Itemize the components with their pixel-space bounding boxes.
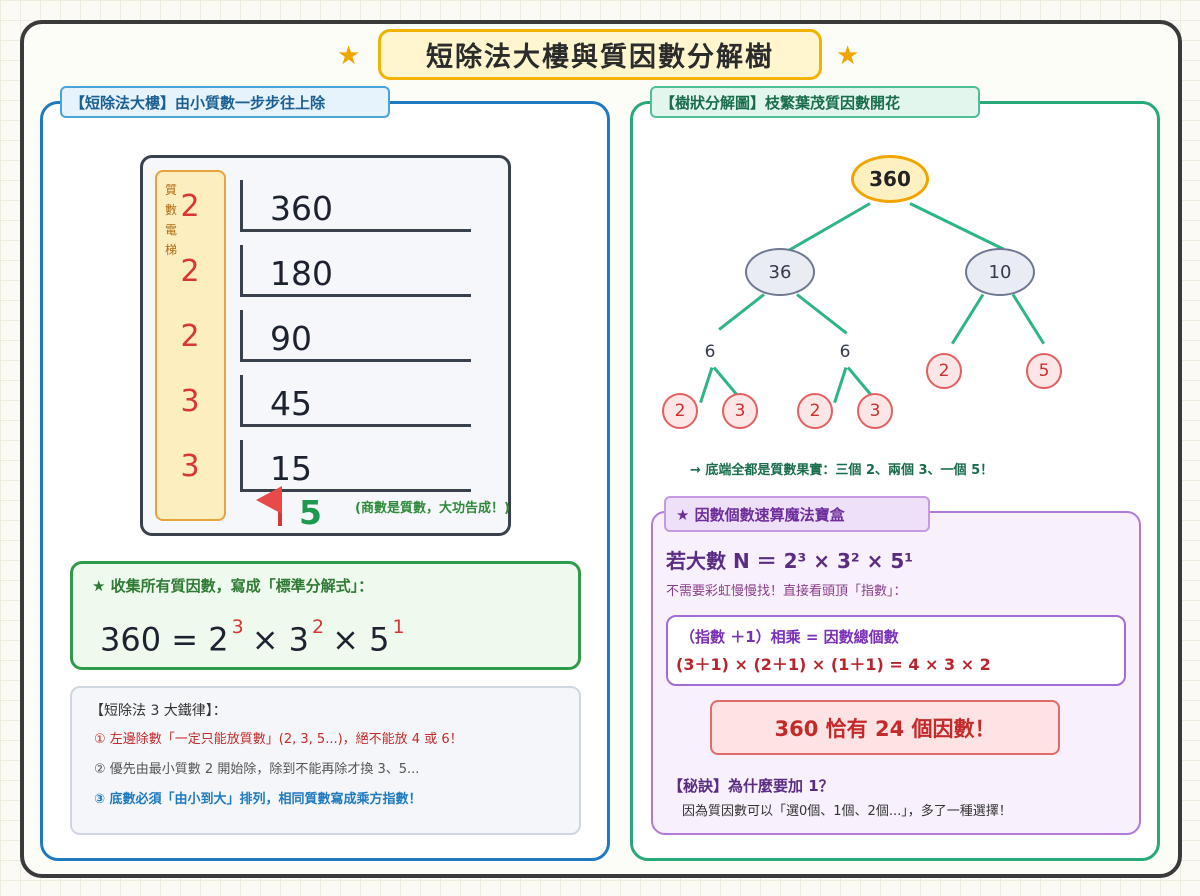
prime-elevator-label: 質 數 電 梯 <box>163 180 179 260</box>
elevator-char: 質 <box>164 183 177 197</box>
formula-equals: = <box>171 620 199 659</box>
quotient-note: (商數是質數，大功告成！) <box>355 501 510 516</box>
calculation-box <box>666 615 1126 686</box>
secret-explanation: 因為質因數可以「選0個、1個、2個...」，多了一種選擇！ <box>682 804 1012 819</box>
division-bracket-horizontal <box>240 294 471 297</box>
division-bracket-horizontal <box>240 489 471 492</box>
rules-box <box>70 686 581 835</box>
secret-heading: 【秘訣】為什麼要加 1？ <box>668 777 834 795</box>
tree-leaf-prime: 5 <box>1026 353 1062 389</box>
tree-leaf-prime: 2 <box>797 393 833 429</box>
divisor: 3 <box>180 384 200 419</box>
dividend: 180 <box>270 254 333 293</box>
tree-leaf-prime: 2 <box>662 393 698 429</box>
formula-exponent: 2 <box>312 616 325 638</box>
divisor: 3 <box>180 449 200 484</box>
formula-times: × <box>251 620 279 659</box>
formula-base: 3 <box>288 620 310 659</box>
tree-node-36: 36 <box>745 248 815 296</box>
tree-node-10: 10 <box>965 248 1035 296</box>
formula-times: × <box>332 620 359 659</box>
tree-summary-note: → 底端全都是質數果實：三個 2、兩個 3、一個 5！ <box>690 463 994 478</box>
elevator-char: 數 <box>164 203 177 217</box>
tree-node-6: 6 <box>704 342 716 362</box>
factor-tree-tag: 【樹狀分解圖】枝繁葉茂質因數開花 <box>650 86 980 118</box>
standard-form-heading: ★ 收集所有質因數，寫成「標準分解式」： <box>92 577 374 595</box>
title-star-left-icon: ★ <box>337 41 361 71</box>
final-quotient: 5 <box>299 493 322 532</box>
tree-root-node: 360 <box>851 155 929 203</box>
divisor: 2 <box>180 189 200 224</box>
division-bracket-vertical <box>240 245 243 297</box>
dividend: 45 <box>270 384 312 423</box>
rules-heading: 【短除法 3 大鐵律】： <box>90 703 227 719</box>
divisor: 2 <box>180 319 200 354</box>
division-bracket-vertical <box>240 180 243 232</box>
calculation-steps: (3＋1) × (2＋1) × (1＋1) = 4 × 3 × 2 <box>676 655 991 674</box>
division-bracket-horizontal <box>240 229 471 232</box>
formula-lhs: 360 <box>100 620 162 659</box>
standard-form-box <box>70 561 581 670</box>
elevator-char: 電 <box>164 223 177 237</box>
rule-item: ① 左邊除數「一定只能放質數」(2, 3, 5...)，絕不能放 4 或 6！ <box>94 732 463 747</box>
formula-base: 5 <box>369 620 390 659</box>
elevator-char: 梯 <box>164 243 177 257</box>
rule-item: ② 優先由最小質數 2 開始除，除到不能再除才換 3、5... <box>94 762 420 777</box>
formula-exponent: 3 <box>231 616 244 638</box>
rule-item: ③ 底數必須「由小到大」排列，相同質數寫成乘方指數！ <box>94 792 422 807</box>
n-expression: 若大數 N ＝ 2³ × 3² × 5¹ <box>666 549 914 573</box>
division-bracket-horizontal <box>240 424 471 427</box>
division-bracket-vertical <box>240 310 243 362</box>
title-star-right-icon: ★ <box>836 41 860 71</box>
division-bracket-vertical <box>240 375 243 427</box>
red-flag-icon <box>256 486 282 514</box>
tree-leaf-prime: 3 <box>722 393 758 429</box>
formula-base: 2 <box>208 620 229 659</box>
division-bracket-horizontal <box>240 359 471 362</box>
dividend: 360 <box>270 189 333 228</box>
page-title: 短除法大樓與質因數分解樹 <box>378 29 822 80</box>
tree-node-6: 6 <box>839 342 851 362</box>
tree-leaf-prime: 3 <box>857 393 893 429</box>
calculation-rule: （指數 ＋1）相乘 = 因數總個數 <box>680 628 899 646</box>
division-bracket-vertical <box>240 440 243 492</box>
divisor: 2 <box>180 254 200 289</box>
formula-exponent: 1 <box>392 616 405 638</box>
dividend: 15 <box>270 449 312 488</box>
divisor-count-result: 360 恰有 24 個因數！ <box>710 700 1060 755</box>
dividend: 90 <box>270 319 312 358</box>
prime-elevator <box>155 170 226 521</box>
short-division-tag: 【短除法大樓】由小質數一步步往上除 <box>60 86 390 118</box>
tree-leaf-prime: 2 <box>926 353 962 389</box>
exponent-hint: 不需要彩虹慢慢找！直接看頭頂「指數」： <box>666 584 907 599</box>
divisor-count-tag: ★ 因數個數速算魔法寶盒 <box>664 496 930 532</box>
